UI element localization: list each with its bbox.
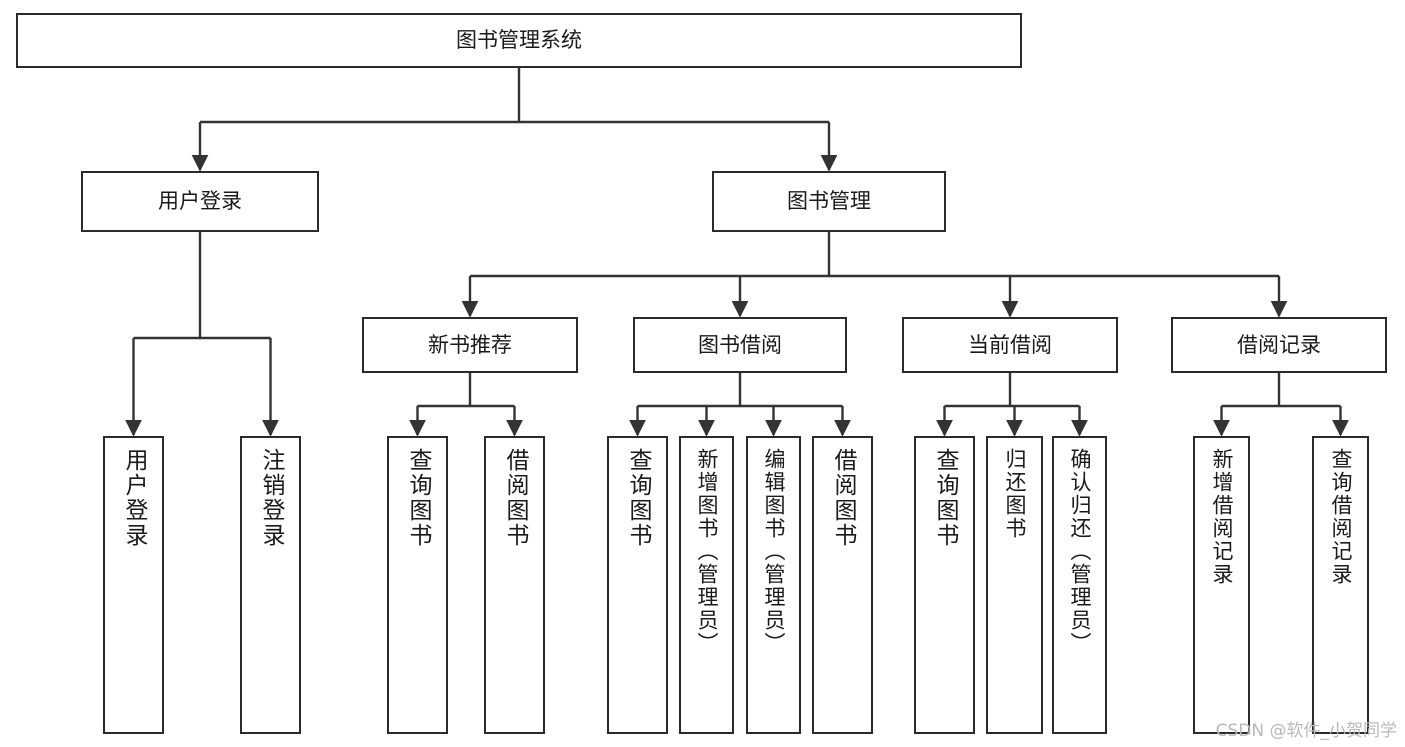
node-label: 查询借阅记录 xyxy=(1329,448,1353,586)
node-label: 图书管理系统 xyxy=(456,28,582,53)
node-new-book-recommend[interactable]: 新书推荐 xyxy=(362,317,578,373)
node-user-login[interactable]: 用户登录 xyxy=(81,171,319,232)
node-root[interactable]: 图书管理系统 xyxy=(16,13,1022,68)
node-leaf-borrow-book-2[interactable]: 借阅图书 xyxy=(812,436,873,734)
node-leaf-query-record[interactable]: 查询借阅记录 xyxy=(1312,436,1369,734)
node-leaf-logout[interactable]: 注销登录 xyxy=(240,436,301,734)
node-label: 新增图书（管理员） xyxy=(695,448,719,655)
node-label: 编辑图书（管理员） xyxy=(762,448,786,655)
node-leaf-return-book[interactable]: 归还图书 xyxy=(986,436,1043,734)
node-label: 借阅图书 xyxy=(830,448,856,548)
node-label: 借阅记录 xyxy=(1237,332,1321,357)
node-label: 查询图书 xyxy=(932,448,958,548)
node-label: 注销登录 xyxy=(258,448,284,548)
node-leaf-query-book-2[interactable]: 查询图书 xyxy=(607,436,668,734)
node-book-borrow[interactable]: 图书借阅 xyxy=(633,317,847,373)
node-leaf-confirm-return[interactable]: 确认归还（管理员） xyxy=(1052,436,1107,734)
node-leaf-add-book[interactable]: 新增图书（管理员） xyxy=(679,436,734,734)
node-book-management[interactable]: 图书管理 xyxy=(712,171,946,232)
edge-paths xyxy=(125,68,1349,437)
node-borrow-record[interactable]: 借阅记录 xyxy=(1171,317,1387,373)
node-label: 用户登录 xyxy=(158,189,242,214)
node-label: 查询图书 xyxy=(405,448,431,548)
node-leaf-borrow-book-1[interactable]: 借阅图书 xyxy=(484,436,545,734)
node-label: 借阅图书 xyxy=(502,448,528,548)
node-label: 当前借阅 xyxy=(968,332,1052,357)
watermark-text: CSDN @软件_小贺同学 xyxy=(1215,721,1397,741)
node-current-borrow[interactable]: 当前借阅 xyxy=(902,317,1118,373)
node-label: 查询图书 xyxy=(625,448,651,548)
node-leaf-user-login[interactable]: 用户登录 xyxy=(103,436,164,734)
node-label: 确认归还（管理员） xyxy=(1068,448,1092,655)
node-label: 用户登录 xyxy=(121,448,147,548)
node-label: 图书管理 xyxy=(787,189,871,214)
node-leaf-add-record[interactable]: 新增借阅记录 xyxy=(1193,436,1250,734)
node-leaf-query-book-3[interactable]: 查询图书 xyxy=(914,436,975,734)
node-leaf-edit-book[interactable]: 编辑图书（管理员） xyxy=(746,436,801,734)
node-label: 新增借阅记录 xyxy=(1210,448,1234,586)
node-label: 归还图书 xyxy=(1003,448,1027,540)
node-label: 新书推荐 xyxy=(428,332,512,357)
node-label: 图书借阅 xyxy=(698,332,782,357)
node-leaf-query-book-1[interactable]: 查询图书 xyxy=(387,436,448,734)
